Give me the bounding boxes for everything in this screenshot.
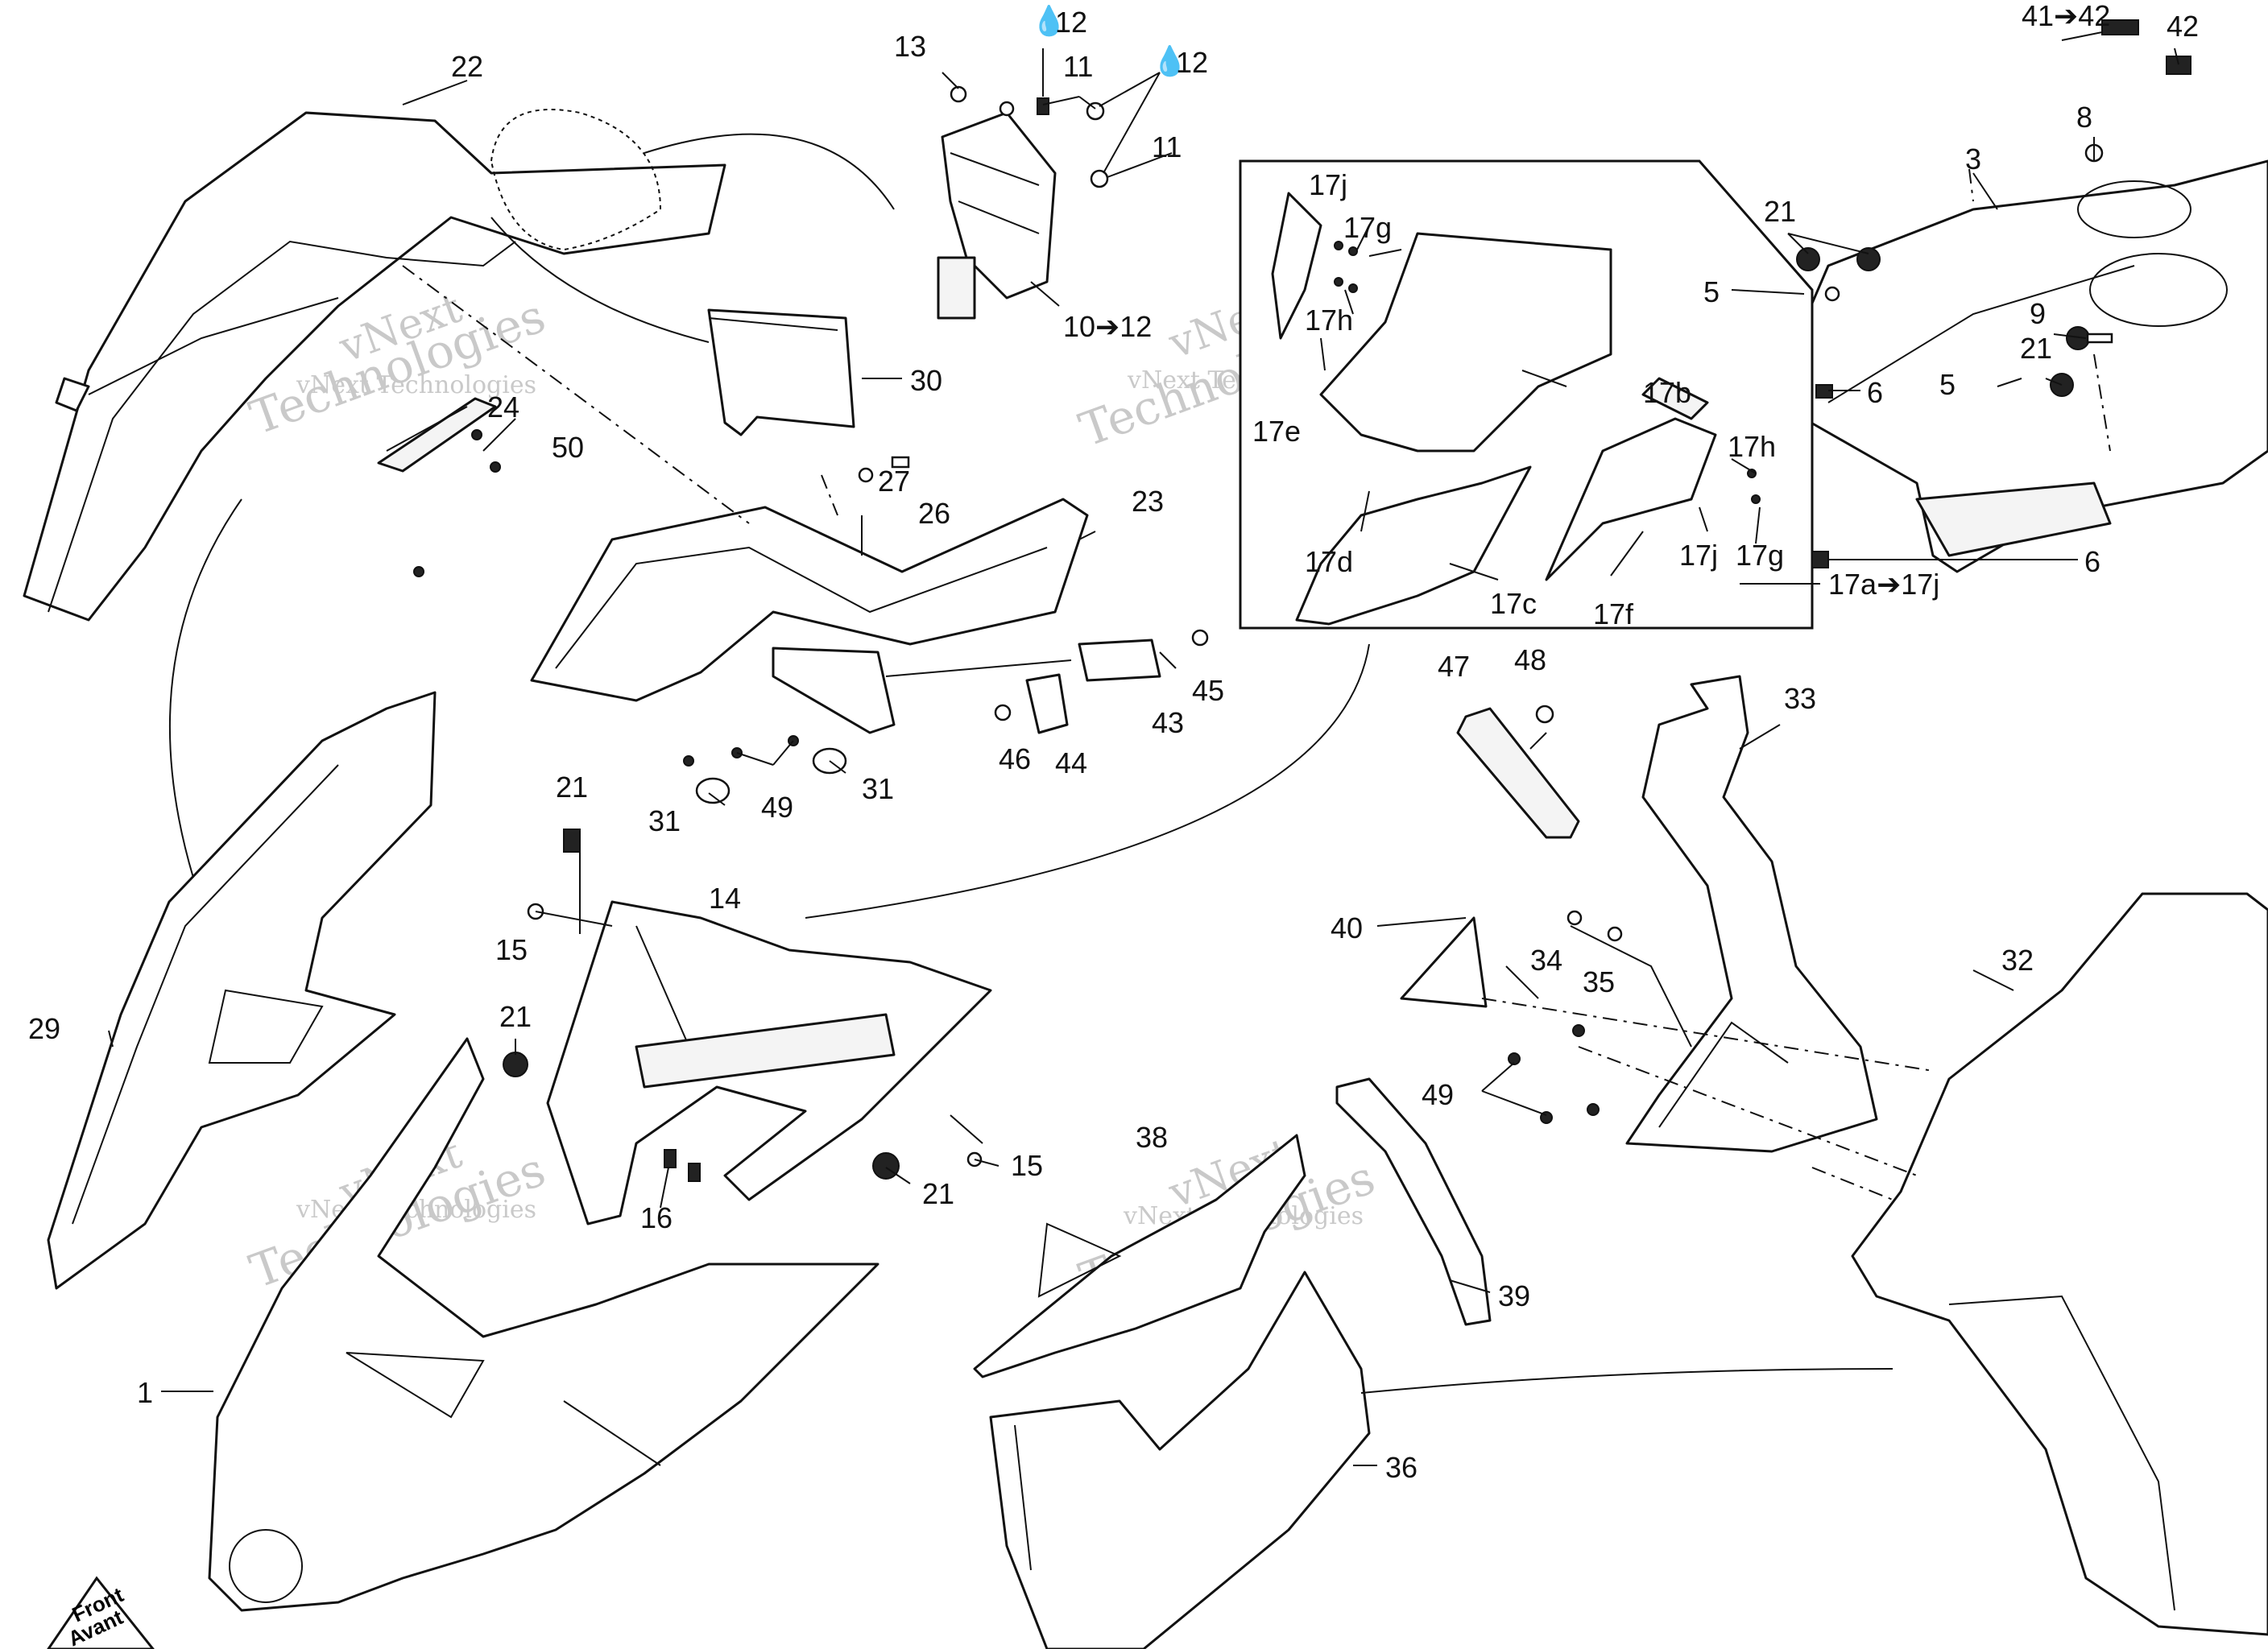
- label-36: 36: [1385, 1451, 1418, 1484]
- label-17j2: 17j: [1679, 539, 1718, 572]
- label-31a: 31: [648, 804, 681, 837]
- label-41: 41➔42: [2022, 0, 2110, 32]
- label-9: 9: [2030, 297, 2046, 330]
- label-17f: 17f: [1593, 597, 1634, 630]
- label-44: 44: [1055, 746, 1087, 779]
- label-5b: 5: [1939, 368, 1956, 401]
- label-17e: 17e: [1252, 415, 1301, 448]
- label-12a-drop-icon: 💧: [1031, 4, 1067, 37]
- part-32-side-panel: [1851, 892, 2268, 1636]
- label-23: 23: [1132, 485, 1164, 518]
- label-14: 14: [709, 882, 741, 915]
- label-17g1: 17g: [1343, 211, 1392, 244]
- watermark-small: vNext Technologies: [296, 1196, 536, 1224]
- label-3: 3: [1965, 143, 1981, 176]
- label-5a: 5: [1703, 275, 1720, 308]
- label-11b: 11: [1152, 130, 1182, 163]
- label-15b: 15: [1011, 1149, 1043, 1182]
- parts-group: Front Avant: [23, 109, 2268, 1649]
- part-24-bracket: [377, 397, 497, 473]
- part-39-strip: [1335, 1077, 1492, 1326]
- label-17b: 17b: [1643, 376, 1691, 409]
- label-10: 10➔12: [1063, 310, 1152, 343]
- label-47: 47: [1438, 650, 1470, 683]
- part-33-bracket: [1625, 675, 1878, 1153]
- label-21c: 21: [922, 1177, 954, 1210]
- label-21a: 21: [556, 771, 588, 804]
- part-3-tank-base: [1778, 159, 2268, 573]
- part-10-light-assembly: [937, 111, 1057, 320]
- part-38-bracket: [973, 1134, 1306, 1378]
- label-48: 48: [1514, 643, 1546, 676]
- inset-17-box: [1239, 159, 1814, 630]
- part-47-strap: [1456, 707, 1580, 839]
- part-40-pad: [1400, 916, 1488, 1008]
- label-13: 13: [894, 30, 926, 63]
- label-49a: 49: [761, 791, 793, 824]
- label-21e: 21: [2020, 332, 2052, 365]
- label-43: 43: [1152, 706, 1184, 739]
- label-6a: 6: [1867, 376, 1883, 409]
- part-43-clip: [1078, 639, 1161, 682]
- part-22-upper-fairing: [23, 109, 726, 622]
- label-17d: 17d: [1305, 545, 1353, 578]
- label-8: 8: [2076, 101, 2092, 134]
- label-27: 27: [878, 465, 910, 498]
- label-32: 32: [2001, 944, 2034, 977]
- label-17j1: 17j: [1309, 168, 1347, 201]
- labels-group: 13 💧 12 11 💧 12 11 10➔12 22 30 24 50 27 …: [28, 0, 2199, 1484]
- label-29: 29: [28, 1012, 60, 1045]
- label-39: 39: [1498, 1279, 1530, 1312]
- part-30-cover: [707, 308, 855, 436]
- label-17g2: 17g: [1736, 539, 1784, 572]
- label-40: 40: [1331, 911, 1363, 944]
- label-21d: 21: [1764, 195, 1796, 228]
- label-12b-drop-icon: 💧: [1152, 44, 1188, 77]
- label-12a: 12: [1055, 6, 1087, 39]
- label-17aj: 17a➔17j: [1828, 568, 1939, 601]
- label-49b: 49: [1422, 1078, 1454, 1111]
- label-24: 24: [487, 391, 519, 424]
- label-46: 46: [999, 742, 1031, 775]
- leaders-group: [108, 31, 2179, 1466]
- part-44-clip: [1025, 673, 1069, 734]
- part-23-support: [530, 498, 1089, 734]
- label-11a: 11: [1063, 50, 1093, 83]
- label-17h2: 17h: [1728, 430, 1776, 463]
- label-17c: 17c: [1490, 587, 1537, 620]
- label-17h1: 17h: [1305, 304, 1353, 337]
- part-29-side-panel: [47, 691, 437, 1290]
- label-34: 34: [1530, 944, 1562, 977]
- label-31b: 31: [862, 772, 894, 805]
- part-1-front-nose: [208, 1037, 879, 1612]
- label-35: 35: [1583, 965, 1615, 998]
- label-22: 22: [451, 50, 483, 83]
- part-36-lower-panel: [989, 1271, 1371, 1649]
- label-38: 38: [1136, 1121, 1168, 1154]
- label-30: 30: [910, 364, 942, 397]
- label-50: 50: [552, 431, 584, 464]
- watermark-small: vNext Technologies: [296, 371, 536, 399]
- part-14-bracket: [546, 900, 992, 1225]
- label-15a: 15: [495, 933, 528, 966]
- label-33: 33: [1784, 682, 1816, 715]
- label-42: 42: [2167, 10, 2199, 43]
- label-21b: 21: [499, 1000, 532, 1033]
- front-badge: Front Avant: [47, 1576, 155, 1649]
- label-26: 26: [918, 497, 950, 530]
- label-6b: 6: [2084, 545, 2100, 578]
- label-1: 1: [137, 1376, 153, 1409]
- label-16: 16: [640, 1201, 673, 1234]
- label-45: 45: [1192, 674, 1224, 707]
- label-12b: 12: [1176, 46, 1208, 79]
